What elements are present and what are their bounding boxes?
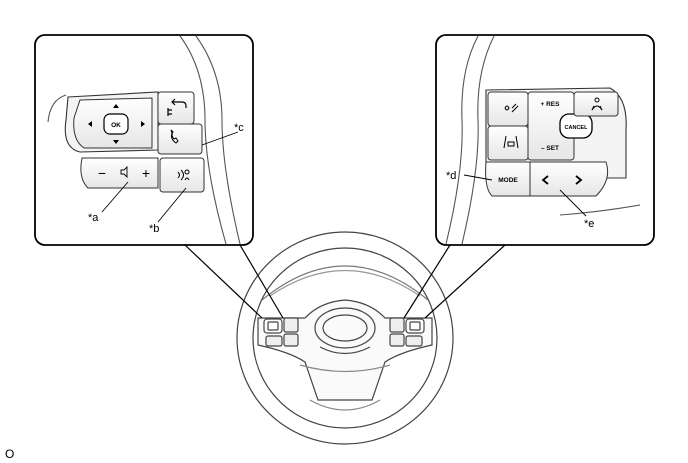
down-arrow-icon <box>113 140 119 144</box>
mode-label: MODE <box>498 177 518 184</box>
meter-right-icon <box>575 175 583 185</box>
back-icon <box>167 98 187 116</box>
speaker-icon <box>120 165 128 179</box>
ok-label: OK <box>111 122 121 129</box>
ok-button <box>103 113 129 135</box>
set-label: – SET <box>541 145 559 152</box>
leader-lines <box>184 244 506 319</box>
lane-assist-icon <box>503 135 519 149</box>
up-arrow-icon <box>113 104 119 108</box>
volume-minus: − <box>98 165 106 181</box>
right-arrow-icon <box>141 121 145 127</box>
volume-plus: + <box>142 165 150 181</box>
steering-wheel <box>236 231 454 445</box>
left-detail-panel: OK − + *a <box>34 34 254 246</box>
right-detail-panel: + RES – SET CANCEL MODE *d *e <box>435 34 655 246</box>
callout-d: *d <box>446 170 456 182</box>
res-label: + RES <box>541 101 561 108</box>
phone-icon <box>170 129 179 144</box>
following-distance-icon <box>504 103 519 113</box>
meter-left-icon <box>541 175 549 185</box>
callout-e: *e <box>584 218 594 230</box>
voice-icon <box>177 169 190 181</box>
left-arrow-icon <box>88 121 92 127</box>
callout-b: *b <box>149 223 159 235</box>
callout-c: *c <box>234 122 244 134</box>
callout-a: *a <box>88 212 99 224</box>
driving-assist-icon <box>591 97 603 111</box>
cancel-label: CANCEL <box>565 125 589 131</box>
figure-id: O <box>5 447 14 461</box>
